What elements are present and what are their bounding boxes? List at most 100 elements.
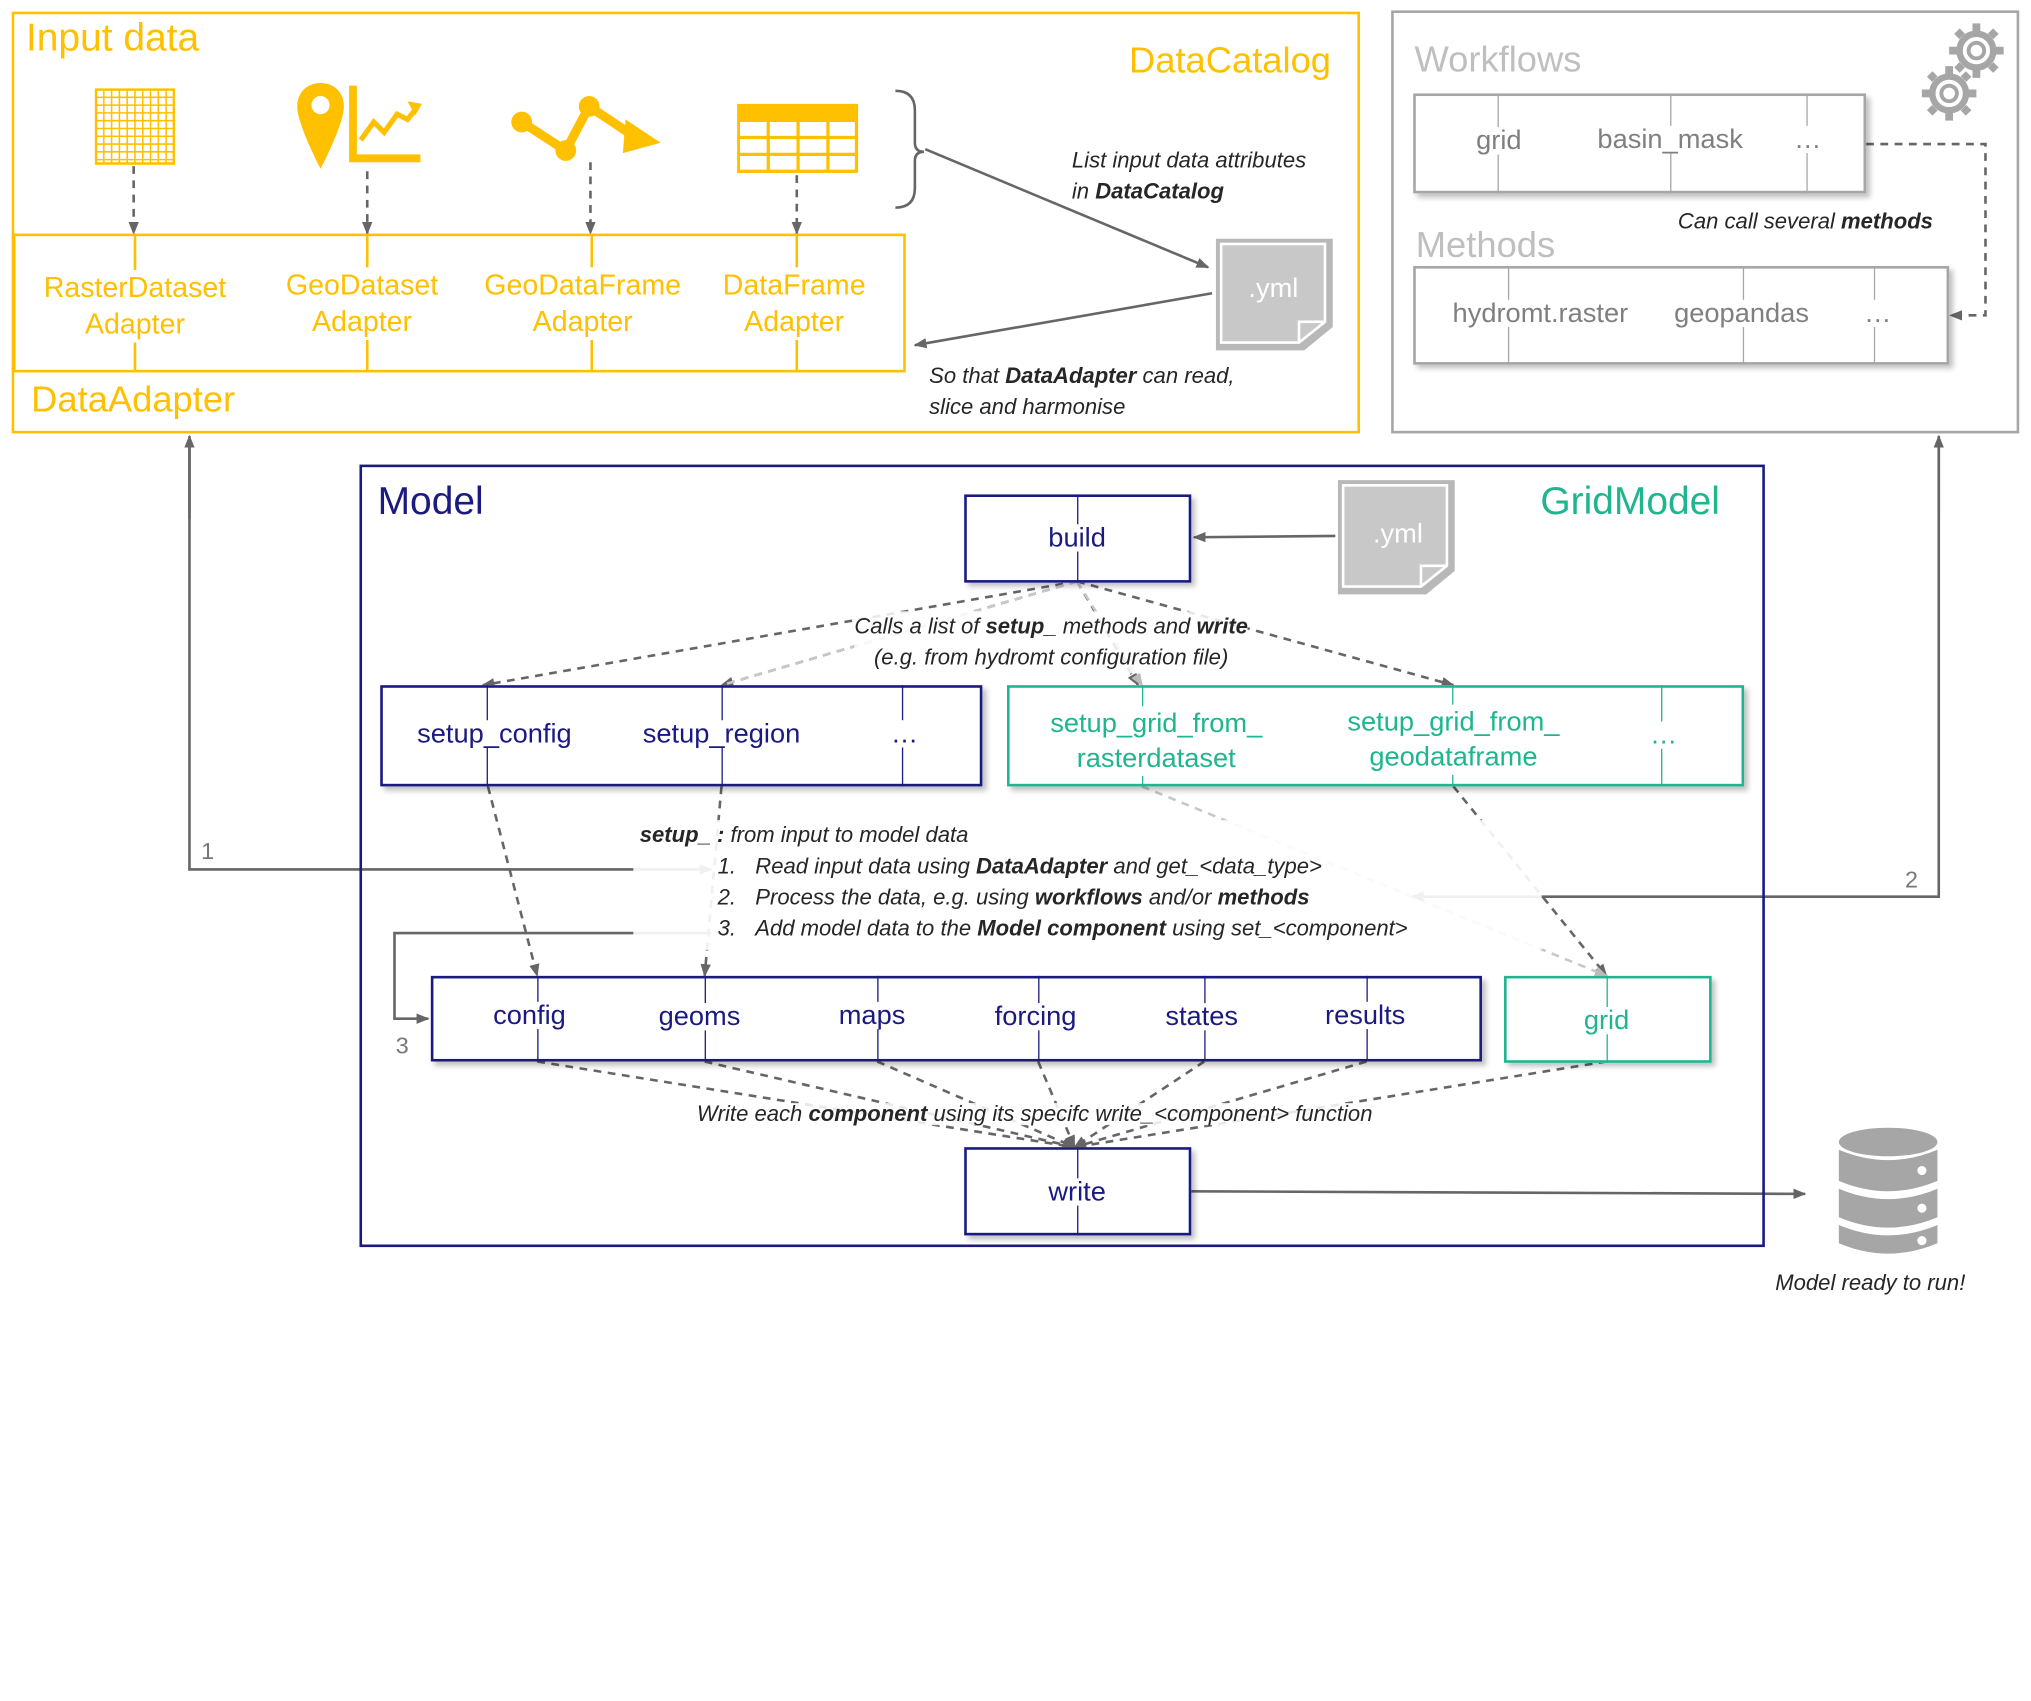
setup-config-to-config-arrow bbox=[486, 786, 540, 978]
component-config[interactable]: config bbox=[490, 1002, 569, 1030]
component-states[interactable]: states bbox=[1162, 1003, 1241, 1030]
so-that-note: So that DataAdapter can read, slice and … bbox=[929, 361, 1234, 423]
model-components-box bbox=[430, 975, 1482, 1062]
setup-step-3: 3.Add model data to the Model component … bbox=[718, 917, 1408, 939]
method-item-more: … bbox=[1861, 299, 1894, 328]
dataadapter-label: DataAdapter bbox=[31, 378, 236, 420]
setup-grid-geodataframe-line2: geodataframe bbox=[1369, 742, 1538, 773]
gridmodel-title: GridModel bbox=[1540, 480, 1720, 523]
so-that-pre: So that bbox=[929, 363, 1006, 389]
setup-grid-geodataframe-label[interactable]: setup_grid_from_ geodataframe bbox=[1347, 704, 1560, 775]
component-forcing[interactable]: forcing bbox=[992, 1003, 1080, 1030]
setup-grid-raster-line2: rasterdataset bbox=[1076, 743, 1236, 774]
setup-step-2-mid: and/or bbox=[1142, 885, 1218, 910]
arrow-3-number: 3 bbox=[396, 1033, 409, 1059]
arrow-2-number: 2 bbox=[1905, 867, 1918, 893]
setup-step-2-bold-workflows: workflows bbox=[1034, 885, 1143, 910]
setup-grid-raster-line1: setup_grid_from_ bbox=[1050, 708, 1263, 739]
component-results[interactable]: results bbox=[1322, 1002, 1408, 1030]
setup-description bbox=[633, 820, 1542, 950]
workflow-item-more: … bbox=[1791, 125, 1824, 154]
input-data-panel bbox=[11, 11, 1360, 434]
vector-line-icon bbox=[511, 96, 661, 161]
workflows-panel bbox=[1391, 10, 2020, 434]
setup-step-2-num: 2. bbox=[717, 885, 737, 910]
list-attributes-line2-bold: DataCatalog bbox=[1095, 179, 1224, 204]
can-call-bold: methods bbox=[1841, 208, 1933, 234]
catalog-yml-file-icon bbox=[1215, 238, 1333, 351]
geodataframe-adapter-label: GeoDataFrame Adapter bbox=[484, 267, 682, 340]
method-item-hydromt-raster: hydromt.raster bbox=[1449, 299, 1631, 328]
setup-config-label[interactable]: setup_config bbox=[414, 720, 575, 747]
setup-heading-rest: from input to model data bbox=[724, 822, 969, 848]
so-that-line2: slice and harmonise bbox=[929, 394, 1126, 420]
write-to-database-arrow bbox=[1191, 1188, 1807, 1200]
catalog-yml-label: .yml bbox=[1248, 273, 1299, 304]
build-to-setup-config-arrow bbox=[481, 580, 1078, 689]
setup-region-label[interactable]: setup_region bbox=[640, 720, 803, 747]
setup-step-2-bold-methods: methods bbox=[1217, 885, 1310, 910]
raster-adapter-line2: Adapter bbox=[84, 307, 185, 340]
setup-step-1-bold: DataAdapter bbox=[976, 853, 1108, 879]
calls-pre: Calls a list of bbox=[854, 613, 986, 639]
setup-step-3-pre: Add model data to the bbox=[755, 916, 978, 941]
model-ready-caption: Model ready to run! bbox=[1775, 1270, 1966, 1296]
datacatalog-label: DataCatalog bbox=[1128, 40, 1331, 81]
dataframe-adapter-line1: DataFrame bbox=[722, 268, 866, 302]
component-grid[interactable]: grid bbox=[1581, 1007, 1632, 1035]
so-that-post: can read, bbox=[1136, 363, 1235, 389]
grid-to-write-arrow bbox=[1073, 1060, 1607, 1151]
model-yml-file-icon bbox=[1337, 480, 1455, 595]
model-title: Model bbox=[377, 480, 484, 523]
calls-bold-setup: setup_ bbox=[985, 613, 1057, 639]
can-call-methods-note: Can call several methods bbox=[1678, 210, 1933, 232]
geodataset-adapter-label: GeoDataset Adapter bbox=[285, 267, 439, 340]
calls-setup-note: Calls a list of setup_ methods and write… bbox=[854, 611, 1248, 674]
geodataset-adapter-line2: Adapter bbox=[312, 304, 413, 338]
list-attributes-line2-pre: in bbox=[1071, 179, 1096, 204]
can-call-pre: Can call several bbox=[1677, 208, 1842, 234]
method-item-geopandas: geopandas bbox=[1671, 299, 1812, 328]
setup-step-3-num: 3. bbox=[717, 916, 737, 941]
calls-bold-write: write bbox=[1196, 613, 1248, 639]
raster-grid-icon bbox=[94, 88, 176, 165]
workflows-title: Workflows bbox=[1414, 38, 1582, 80]
component-geoms[interactable]: geoms bbox=[655, 1003, 743, 1030]
raster-adapter-line1: RasterDataset bbox=[43, 271, 227, 304]
arrow-1 bbox=[188, 441, 713, 875]
setup-heading-bold: setup_ : bbox=[639, 822, 725, 848]
table-icon bbox=[737, 103, 859, 173]
bracket-to-yml-arrow bbox=[924, 148, 1210, 269]
setup-region-light-arrow bbox=[721, 580, 1078, 687]
input-data-title: Input data bbox=[25, 16, 200, 60]
setup-grid-more-label: … bbox=[1647, 722, 1680, 749]
so-that-bold: DataAdapter bbox=[1005, 363, 1137, 389]
arrow-2 bbox=[1410, 436, 1941, 902]
dataframe-adapter-label: DataFrame Adapter bbox=[722, 267, 866, 340]
yml-to-adapter-arrow bbox=[913, 292, 1213, 349]
write-note-pre: Write each bbox=[696, 1101, 809, 1127]
setup-step-3-bold: Model component bbox=[977, 916, 1167, 941]
arrow-1-number: 1 bbox=[201, 838, 214, 864]
component-maps[interactable]: maps bbox=[836, 1002, 908, 1030]
geodataframe-adapter-line1: GeoDataFrame bbox=[484, 268, 682, 302]
setup-step-1-pre: Read input data using bbox=[755, 853, 977, 879]
setup-grid-raster-label[interactable]: setup_grid_from_ rasterdataset bbox=[1050, 705, 1263, 777]
setup-grid-geodataframe-line1: setup_grid_from_ bbox=[1347, 707, 1560, 738]
yml-to-build-arrow bbox=[1192, 531, 1336, 543]
calls-mid: methods and bbox=[1056, 613, 1197, 639]
model-panel bbox=[359, 464, 1765, 1248]
setup-step-1-post: and get_<data_type> bbox=[1107, 853, 1322, 879]
arrow-3 bbox=[393, 931, 712, 1024]
raster-adapter-label: RasterDataset Adapter bbox=[43, 269, 227, 343]
list-attributes-note: List input data attributes in DataCatalo… bbox=[1072, 145, 1306, 207]
geodataset-adapter-line1: GeoDataset bbox=[285, 268, 439, 302]
methods-title: Methods bbox=[1415, 224, 1556, 265]
list-attributes-line1: List input data attributes bbox=[1071, 147, 1307, 173]
write-note-post: using its specifc write_<component> func… bbox=[927, 1101, 1373, 1127]
model-yml-label: .yml bbox=[1372, 519, 1423, 549]
workflow-item-basin-mask: basin_mask bbox=[1594, 125, 1746, 154]
workflows-to-methods-arrow bbox=[1866, 142, 1987, 321]
calls-line2: (e.g. from hydromt configuration file) bbox=[873, 644, 1229, 670]
